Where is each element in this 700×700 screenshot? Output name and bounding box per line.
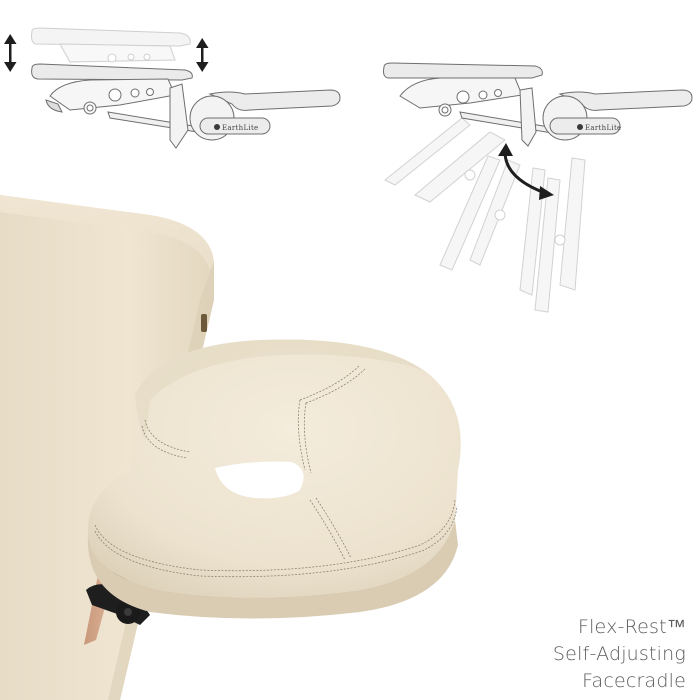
table-bolt — [201, 314, 207, 332]
globe-logo-icon — [577, 124, 583, 130]
brand-label-right: EarthLite — [585, 124, 622, 132]
double-arrow-vertical-icon — [196, 38, 209, 72]
globe-logo-icon — [214, 124, 220, 130]
double-arrow-vertical-icon — [4, 34, 17, 72]
caption-line-product-name: Flex-Rest™ — [577, 616, 686, 638]
stitching — [94, 364, 458, 578]
face-cradle-cushion — [87, 339, 461, 619]
product-caption: Flex-Rest™ Self-Adjusting Facecradle — [553, 614, 686, 695]
brand-label-left: EarthLite — [222, 124, 259, 132]
curved-double-arrow-icon — [498, 143, 554, 200]
cradle-top-position — [383, 62, 693, 147]
ghost-tilt-positions — [384, 117, 586, 313]
ghost-cradle-top — [31, 27, 191, 63]
brand-plate-right — [549, 117, 621, 135]
brand-plate-left — [199, 117, 271, 135]
cradle-lower-position — [31, 63, 341, 149]
caption-line-feature: Self-Adjusting — [552, 643, 686, 665]
caption-line-type: Facecradle — [582, 670, 686, 692]
